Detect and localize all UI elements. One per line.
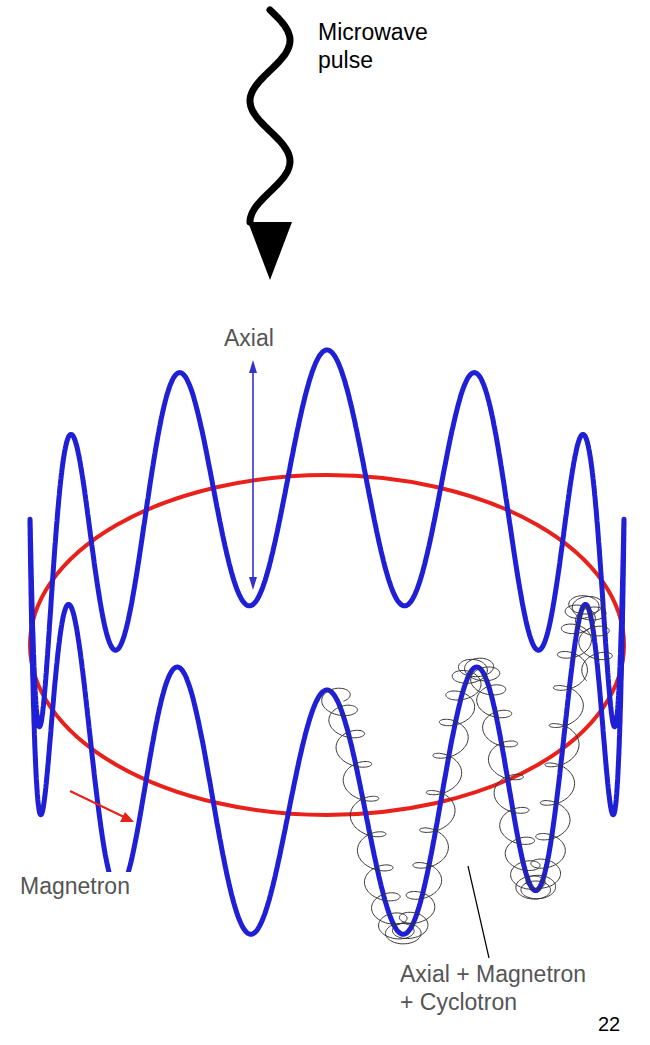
pulse-label: Microwave pulse [318, 18, 438, 74]
axial-oscillation [30, 350, 624, 934]
microwave-wave [250, 10, 290, 222]
magnetron-arrowhead [120, 812, 134, 822]
page-number: 22 [598, 1012, 620, 1036]
leader-line [468, 866, 489, 958]
axial-arrow [252, 372, 254, 578]
microwave-arrowhead [248, 222, 292, 280]
axis-label: Axial [222, 324, 276, 352]
motion-label: Axial + Magnetron + Cyclotron [400, 960, 600, 1016]
magnetron-arrow [70, 791, 124, 817]
axial-arrowhead [249, 360, 257, 373]
axial-arrowhead [249, 577, 257, 590]
cyclotron-loops [322, 596, 613, 944]
axis-label: Magnetron [18, 872, 132, 900]
